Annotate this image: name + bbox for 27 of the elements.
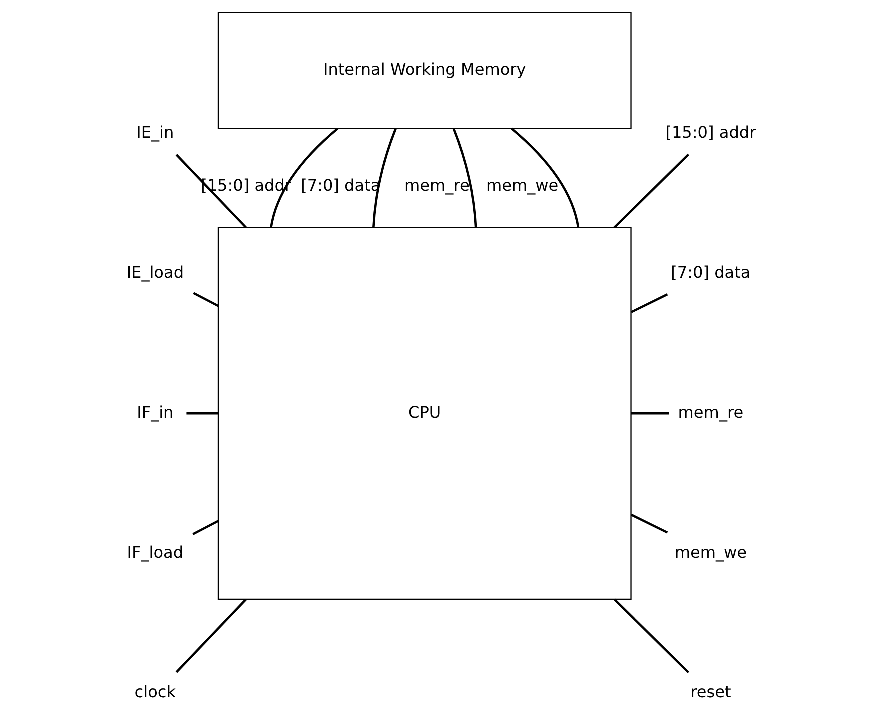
node-text: [15:0] addr [666,123,756,142]
node-text: reset [690,682,732,702]
node-text: IF_load [127,542,184,562]
node-text: [7:0] data [671,263,751,282]
node-box: Internal Working Memory [218,12,632,130]
node-text: IE_in [136,123,174,142]
connector [511,128,580,228]
connector [270,128,339,228]
connector [193,292,219,308]
connector [631,294,668,314]
connector [632,412,670,415]
connector [452,128,478,228]
node-box: CPU [218,227,632,600]
node-text: IF_in [137,402,174,422]
connector [372,128,397,228]
node-text: mem_re [678,402,744,422]
connector [631,514,668,534]
connector [192,520,219,536]
connector [614,154,690,229]
connector [186,412,218,415]
node-text: IE_load [126,263,184,282]
edge-label: mem_re [404,176,470,196]
node-text: clock [134,682,176,702]
connector [614,598,690,674]
connector [176,598,247,674]
edge-label: mem_we [486,176,559,196]
node-text: mem_we [674,542,748,562]
